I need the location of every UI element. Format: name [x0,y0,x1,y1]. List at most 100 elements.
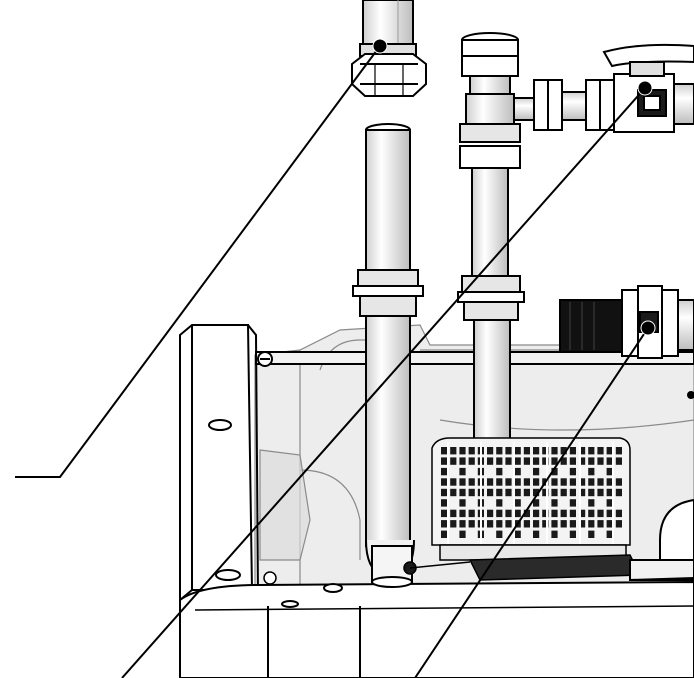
terminal-cell [441,499,448,507]
terminal-cell [551,509,558,518]
terminal-cell [441,447,448,455]
terminal-cell [606,478,613,486]
terminal-cell [468,457,475,465]
terminal-cell [450,478,457,486]
terminal-cell [533,530,540,538]
upper-left-pipe [351,0,427,97]
terminal-cell [569,530,576,538]
terminal-cell [551,478,558,486]
mounting-bracket [179,324,259,603]
terminal-cell [505,457,512,465]
terminal-cell [487,520,494,528]
terminal-cell [606,520,613,528]
terminal-cell [523,447,530,455]
terminal-cell [496,499,503,507]
terminal-cell [450,447,457,455]
terminal-cell [450,488,457,497]
terminal-cell [441,509,448,518]
terminal-cell [615,488,622,497]
terminal-cell [496,488,503,497]
terminal-cell [505,488,512,497]
terminal-cell [505,447,512,455]
terminal-cell [551,520,558,528]
terminal-cell [579,509,586,518]
terminal-cell [597,478,604,486]
terminal-cell [496,457,503,465]
terminal-cell [542,520,549,528]
callout-2-dot [637,80,653,96]
terminal-cell [569,478,576,486]
terminal-cell [579,520,586,528]
lower-left-pipe [352,123,424,588]
terminal-cell [597,457,604,465]
terminal-cell [514,478,521,486]
terminal-cell [533,467,540,476]
terminal-cell [551,530,558,538]
callout-3-dot [640,320,656,336]
terminal-cell [523,478,530,486]
terminal-cell [597,447,604,455]
terminal-cell [606,488,613,497]
terminal-cell [588,467,595,476]
boiler-bottom-casing [179,580,694,678]
terminal-cell [468,488,475,497]
terminal-cell [579,447,586,455]
terminal-cell [496,530,503,538]
terminal-cell [615,457,622,465]
terminal-cell [487,447,494,455]
terminal-cell [514,499,521,507]
terminal-cell [542,457,549,465]
terminal-cell [441,520,448,528]
bottom-screws [263,561,471,585]
terminal-cell [523,509,530,518]
terminal-cell [588,499,595,507]
terminal-cell [579,457,586,465]
terminal-cell [551,488,558,497]
terminal-cell [560,457,567,465]
terminal-cell [496,467,503,476]
terminal-cell [459,488,466,497]
ball-valve-assembly [533,43,694,133]
terminal-cell [597,520,604,528]
terminal-cell [468,509,475,518]
terminal-cell [505,478,512,486]
terminal-cell [514,530,521,538]
terminal-cell [487,488,494,497]
terminal-cell [441,457,448,465]
terminal-cell [606,509,613,518]
terminal-cell [588,447,595,455]
terminal-cell [606,530,613,538]
terminal-cell [569,488,576,497]
terminal-cell [551,467,558,476]
terminal-cell [615,509,622,518]
terminal-cell [606,447,613,455]
terminal-cell [459,530,466,538]
terminal-cell [496,509,503,518]
terminal-cell [597,509,604,518]
terminal-cell [551,457,558,465]
terminal-cell [487,509,494,518]
terminal-cell [533,457,540,465]
terminal-cell [523,520,530,528]
terminal-cell [569,447,576,455]
terminal-cell [606,499,613,507]
callout-1-leader [15,45,381,478]
terminal-cell [468,520,475,528]
terminal-cell [459,499,466,507]
terminal-cell [496,520,503,528]
terminal-cell [487,457,494,465]
terminal-cell [450,509,457,518]
lower-valve-fitting [559,285,694,359]
terminal-cell [514,509,521,518]
terminal-cell [551,447,558,455]
terminal-cell [569,499,576,507]
terminal-cell [459,478,466,486]
terminal-cell [459,509,466,518]
terminal-cell [514,447,521,455]
terminal-cell [533,447,540,455]
terminal-cell [569,509,576,518]
terminal-cell [542,509,549,518]
terminal-cell [597,488,604,497]
terminal-cell [523,457,530,465]
